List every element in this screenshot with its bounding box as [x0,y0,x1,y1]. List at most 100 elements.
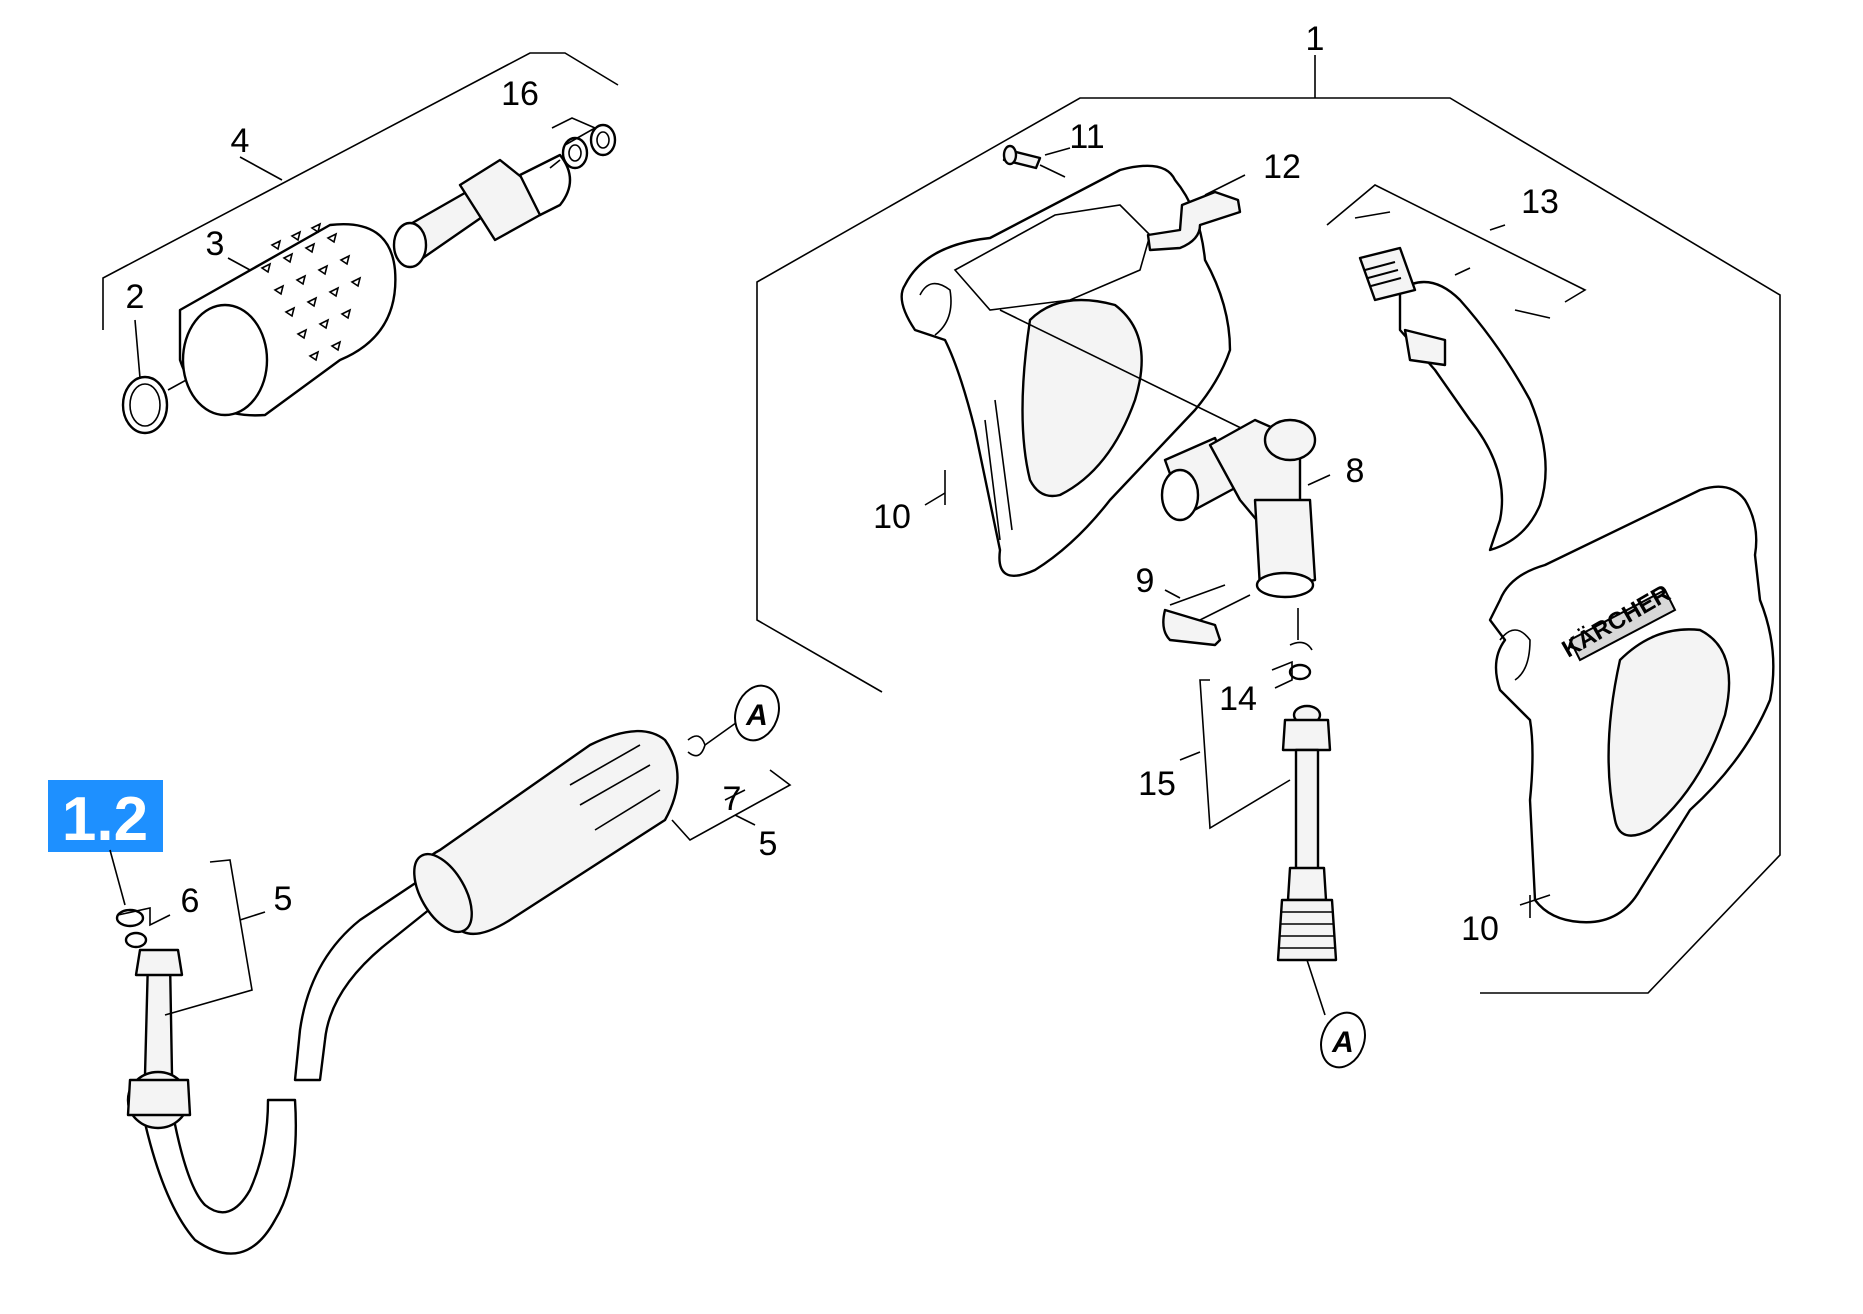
leader-refA2 [1306,959,1326,1016]
leader-8 [1307,474,1331,486]
pin-9 [1162,608,1222,647]
trigger-pivot-grip [1364,261,1402,287]
bracket-16 [551,117,597,146]
nozzle-tip [518,153,572,217]
housing-right-trigger-window [1607,628,1731,837]
housing-right-hook [1499,629,1531,681]
seal-14a [1289,641,1313,651]
pin-9-line-b [1199,594,1251,621]
connector-pipe-15 [1276,704,1338,962]
perforated-sleeve [178,222,397,417]
nozzle-thread-end [392,221,428,269]
callout-2: 2 [126,278,145,316]
seal-6b [124,931,148,949]
callout-16: 16 [501,75,539,113]
section-badge-label: 1.2 [62,785,148,854]
leader-12 [1204,174,1246,196]
lance-upper-tube [293,878,437,1082]
callout-9: 9 [1136,562,1155,600]
trigger-pin-c [1454,267,1471,276]
elbow-top [1263,418,1317,462]
lance-pipe [143,958,174,1077]
bracket-15 [1199,679,1291,830]
sleeve-opening [181,303,269,417]
lance-group [109,719,792,1255]
leader-badge [109,849,126,906]
trigger-blade [1398,280,1547,552]
leader-11a [1039,164,1066,178]
lance-grip-collar [413,852,473,934]
grip-ribs [569,744,661,831]
leader-9 [1164,589,1181,599]
reference-marker-a2: A [1320,1011,1366,1069]
callout-11: 11 [1069,118,1104,156]
section-badge-background [48,780,163,852]
pipe-top-nut [1281,718,1332,752]
nozzle-group [102,52,619,435]
bracket-14 [1271,660,1293,689]
leader-11 [1044,147,1071,156]
gun-group: KÄRCHER [756,55,1781,1016]
seal-16a [561,136,589,170]
seal-16b [589,123,617,157]
clip-12 [1146,190,1242,252]
bracket-4 [102,52,619,330]
leader-refA1 [704,719,741,746]
bracket-1 [756,97,1781,994]
housing-left-trigger-window [1021,298,1143,498]
callout-15: 15 [1138,765,1176,803]
callout-14: 14 [1219,680,1257,718]
callout-10a: 10 [873,498,911,536]
leader-4 [239,156,283,181]
pipe-thread-body [1276,898,1338,962]
bracket-6 [117,907,171,927]
callout-5a: 5 [274,880,293,918]
elbow-stem [1253,498,1317,590]
leader-10a [924,492,946,506]
trigger-pivot [1358,246,1417,302]
bracket-5a [164,859,253,1016]
elbow-thread-end [1160,468,1200,522]
leader-10b [1519,894,1551,906]
leader-2 [134,319,141,379]
gun-housing-left [900,164,1232,577]
sleeve-holes [260,222,362,362]
bracket-7 [671,769,792,842]
callout-numbers: 1 2 3 4 5 5 6 7 8 9 10 10 11 12 13 14 15… [126,20,1559,948]
circlip-ring [121,375,169,435]
seal-16b-inner [596,131,610,149]
seal-16a-inner [568,144,582,162]
leader-7 [724,789,746,801]
pipe-collar [1286,866,1328,902]
pipe-tube [1294,748,1320,872]
leader-3 [227,257,251,271]
leader-5b [734,814,756,826]
callout-8: 8 [1346,452,1365,490]
trigger-lever [1403,328,1447,367]
callout-6: 6 [181,882,200,920]
lance-coupling-band [126,1078,192,1117]
reference-marker-a1: A [734,684,780,742]
leader-16 [549,159,561,169]
callout-12: 12 [1263,148,1301,186]
callout-13: 13 [1521,183,1559,221]
elbow-fitting-8 [1160,418,1317,599]
leader-13 [1489,224,1506,231]
circlip-inner [129,383,161,427]
lance-grip [413,730,679,936]
bracket-13 [1326,184,1587,303]
trigger-pin-a [1354,211,1391,219]
housing-left-edge [984,399,1013,541]
callout-3: 3 [206,225,225,263]
leader-5a [239,911,266,921]
nozzle-body [392,153,572,269]
leader-housing-diag [999,309,1246,431]
seal-14b [1288,663,1312,681]
pipe-threads [1280,911,1334,949]
callout-4: 4 [231,122,250,160]
callout-5b: 5 [759,825,778,863]
trigger-pin-b [1514,309,1551,319]
brand-plate [1568,588,1677,662]
